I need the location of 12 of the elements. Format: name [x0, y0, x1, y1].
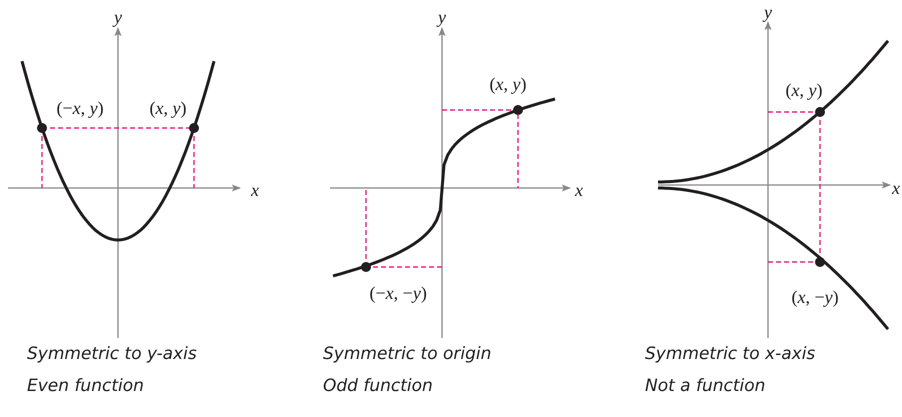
caption-line: Odd function: [323, 378, 433, 394]
axis-label: y: [114, 8, 122, 26]
caption-line: Not a function: [645, 378, 766, 394]
axis-label: y: [764, 3, 772, 21]
caption-line: Symmetric to x-axis: [645, 346, 816, 362]
axis-label: x: [575, 181, 583, 199]
caption-line: Symmetric to origin: [323, 346, 492, 362]
axis-label: y: [438, 8, 446, 26]
caption-line: Symmetric to y-axis: [27, 346, 197, 362]
axis-label: x: [892, 179, 900, 197]
axis-label: x: [251, 181, 259, 199]
caption-line: Even function: [27, 378, 144, 394]
